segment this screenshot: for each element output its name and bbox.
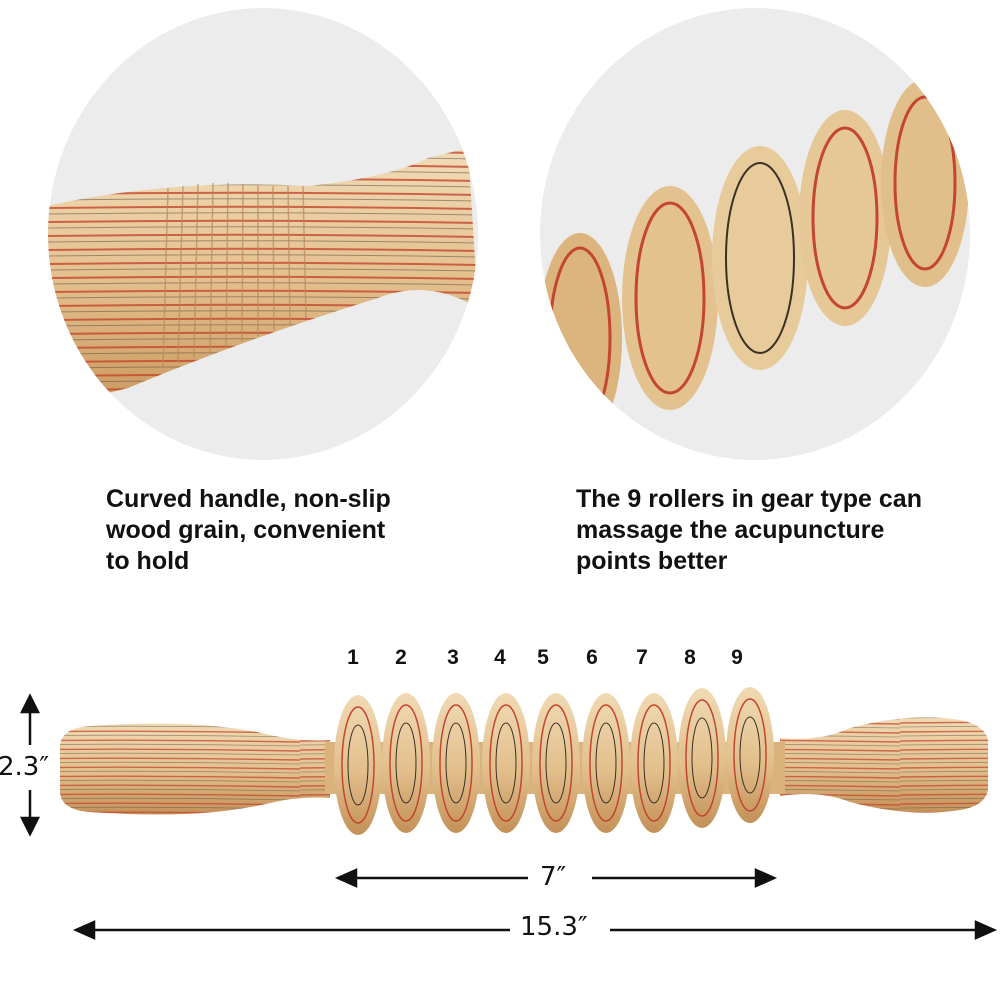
rollers-closeup-drawing — [540, 79, 969, 443]
roller-number: 8 — [684, 646, 696, 669]
roller — [334, 695, 382, 835]
roller — [726, 687, 774, 823]
rollers-caption-line: The 9 rollers in gear type can — [576, 485, 922, 513]
roller — [432, 693, 480, 833]
closeup-roller — [540, 233, 622, 443]
roller — [678, 688, 726, 828]
axle — [325, 742, 785, 794]
closeup-roller — [881, 79, 969, 287]
roller-length-label: 7″ — [534, 862, 573, 892]
closeup-roller — [622, 186, 718, 410]
roller — [630, 693, 678, 833]
roller — [482, 693, 530, 833]
rollers-closeup-image — [540, 8, 970, 460]
handle-closeup-image — [48, 8, 478, 460]
roller-number: 5 — [537, 646, 549, 669]
handle-caption-line: Curved handle, non-slip — [106, 485, 391, 513]
handle-closeup-drawing — [48, 148, 478, 407]
roller-number: 7 — [636, 646, 648, 669]
right-handle — [780, 717, 988, 813]
rollers-caption-line: massage the acupuncture — [576, 516, 885, 544]
handle-caption: Curved handle, non-slip wood grain, conv… — [106, 484, 436, 577]
roller — [582, 693, 630, 833]
total-length-label: 15.3″ — [514, 912, 594, 942]
roller-number: 6 — [586, 646, 598, 669]
roller — [532, 693, 580, 833]
roller-number: 1 — [347, 646, 359, 669]
height-label: 2.3″ — [0, 752, 52, 782]
closeup-roller — [799, 110, 891, 326]
left-handle — [60, 723, 330, 815]
roller-number: 3 — [447, 646, 459, 669]
rollers-caption: The 9 rollers in gear type can massage t… — [576, 484, 976, 577]
roller — [382, 693, 430, 833]
handle-caption-line: wood grain, convenient — [106, 516, 386, 544]
closeup-roller — [712, 146, 808, 370]
roller-number: 9 — [731, 646, 743, 669]
roller-number: 2 — [395, 646, 407, 669]
handle-caption-line: to hold — [106, 547, 190, 575]
rollers-caption-line: points better — [576, 547, 728, 575]
roller-number: 4 — [494, 646, 506, 669]
